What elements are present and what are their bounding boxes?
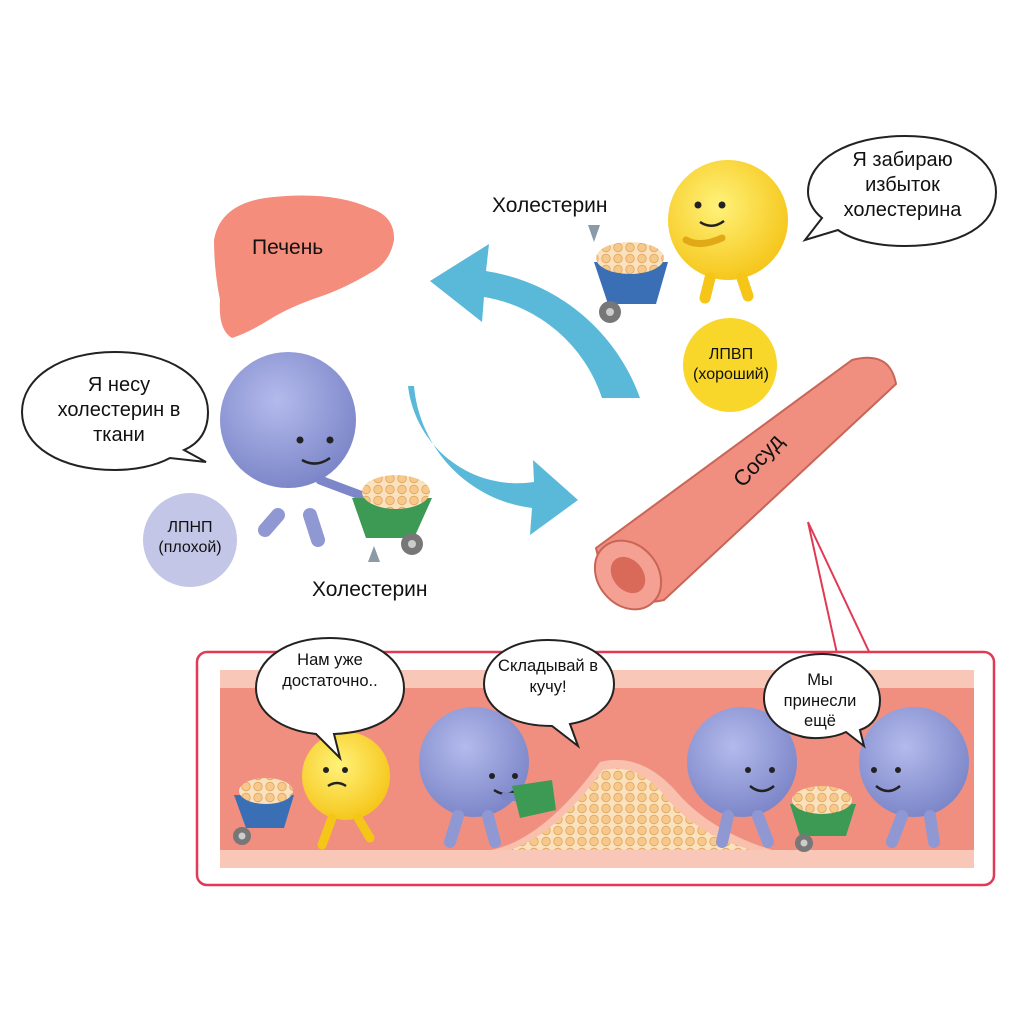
hdl-wheelbarrow <box>594 242 668 323</box>
ldl-dumping-wheelbarrow <box>512 780 556 818</box>
ldl-wheelbarrow <box>352 475 432 555</box>
arrow-to-liver <box>430 244 640 398</box>
hdl-small-character <box>302 732 390 850</box>
pile-speech-text: Складывай в кучу! <box>498 657 598 696</box>
plaque-cholesterol <box>510 768 752 850</box>
cholesterol-label-bottom: Холестерин <box>312 578 428 601</box>
ldl-character-pair-left <box>687 707 797 848</box>
enough-bubble-shape <box>254 636 406 762</box>
ldl-character <box>220 352 365 547</box>
ldl-badge-circle <box>143 493 237 587</box>
enough-speech-text: Нам уже достаточно.. <box>282 651 378 690</box>
arrow-to-vessel <box>360 386 578 535</box>
ldl-badge-label: ЛПНП (плохой) <box>158 519 222 556</box>
ldl-pair-wheelbarrow <box>790 786 856 852</box>
liver-label: Печень <box>252 236 324 259</box>
hdl-speech-text: Я забираю избыток холестерина <box>843 149 962 221</box>
pile-bubble-shape <box>482 638 616 749</box>
more-speech-text: Мы принесли ещё <box>783 671 857 731</box>
blood-vessel <box>593 356 898 611</box>
callout-lines <box>807 521 873 659</box>
up-arrow-icon <box>368 546 380 562</box>
hdl-badge-label: ЛПВП (хороший) <box>693 346 769 383</box>
ldl-speech-bubble-shape <box>20 350 210 472</box>
down-arrow-icon <box>588 225 600 242</box>
hdl-small-wheelbarrow <box>233 778 294 845</box>
cholesterol-label-top: Холестерин <box>492 194 608 217</box>
ldl-character-pair-right <box>859 707 969 848</box>
artery-wall-bottom <box>220 850 974 868</box>
hdl-speech-bubble-shape <box>802 134 998 248</box>
more-bubble-shape <box>762 652 882 749</box>
ldl-speech-text: Я несу холестерин в ткани <box>57 374 181 446</box>
hdl-character <box>668 160 788 304</box>
liver-shape <box>214 195 395 338</box>
hdl-badge-circle <box>683 318 777 412</box>
